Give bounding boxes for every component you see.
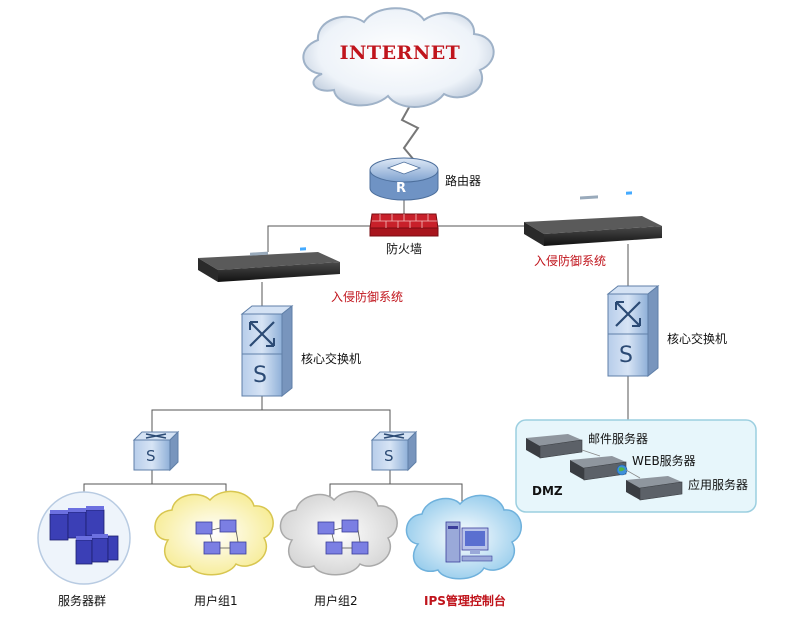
ips-device-right [524, 191, 662, 246]
access-right-bus [329, 483, 463, 508]
server-farm-icon [37, 491, 131, 585]
user-group-2-cloud [279, 490, 398, 576]
mail-server-icon [526, 434, 583, 459]
user-group-1-pc-icons [195, 519, 247, 555]
core-switch-right-label: 核心交换机 [667, 332, 728, 346]
core-switch-left-icon [240, 304, 294, 398]
server-farm-label: 服务器群 [58, 594, 107, 608]
access-bus [151, 409, 391, 432]
internet-label: INTERNET [339, 42, 461, 64]
access-switch-left-icon [132, 430, 180, 472]
dmz-zone [515, 419, 757, 513]
user-group-1-label: 用户组1 [194, 594, 238, 608]
internet-cloud [302, 7, 495, 108]
core-switch-left-letter: S [253, 363, 267, 388]
ips-console-pc-icon [445, 521, 493, 563]
firewall-label: 防火墙 [386, 242, 423, 256]
mail-server-label: 邮件服务器 [588, 432, 649, 446]
ips-console-label: IPS管理控制台 [424, 594, 506, 608]
user-group-1-cloud [154, 490, 274, 576]
user-group-2-label: 用户组2 [314, 594, 358, 608]
app-server-icon [626, 476, 683, 501]
dmz-label: DMZ [532, 484, 563, 498]
wan-link [400, 101, 420, 161]
access-switch-right-letter: S [384, 447, 394, 465]
core-switch-right-letter: S [619, 343, 633, 368]
firewall-left-link [267, 225, 370, 252]
firewall-icon [369, 213, 439, 237]
app-server-label: 应用服务器 [688, 478, 749, 492]
router-label: 路由器 [445, 174, 482, 188]
router-icon [369, 157, 439, 201]
router-icon-letter: R [396, 181, 407, 196]
web-server-label: WEB服务器 [632, 454, 696, 468]
ips-console-cloud [405, 494, 522, 580]
ips-left-label: 入侵防御系统 [331, 290, 404, 304]
core-switch-left-label: 核心交换机 [301, 352, 362, 366]
ips-device-left [198, 247, 340, 282]
web-server-icon [570, 456, 628, 481]
access-switch-right-icon [370, 430, 418, 472]
ips-right-label: 入侵防御系统 [534, 254, 607, 268]
core-switch-right-icon [606, 284, 660, 378]
access-switch-left-letter: S [146, 447, 156, 465]
